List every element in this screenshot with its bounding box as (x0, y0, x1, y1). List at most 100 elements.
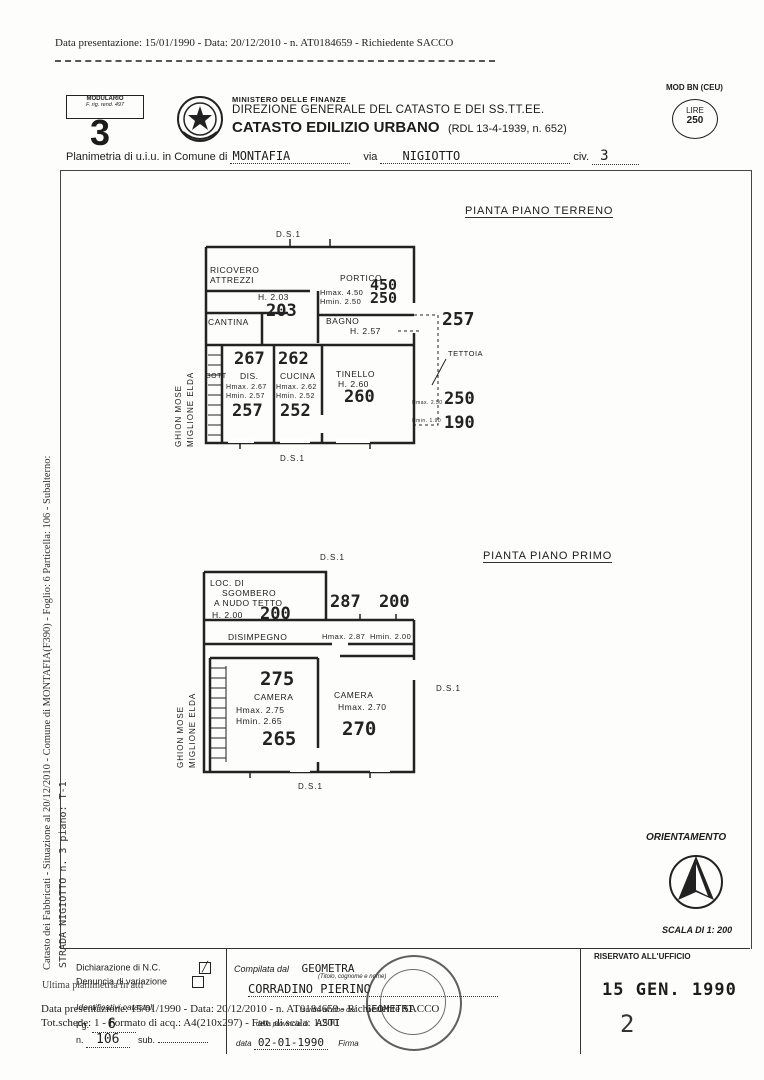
data-value: 02-01-1990 (253, 1036, 329, 1050)
ff-ds-top: D.S.1 (320, 553, 346, 562)
sub-value-line (157, 1042, 208, 1043)
lire-label: LIRE (686, 106, 704, 115)
comune-value: MONTAFIA (230, 149, 351, 164)
portico-label: PORTICO (340, 273, 383, 283)
dashed-separator (55, 60, 495, 62)
sheet-number: 3 (90, 112, 111, 153)
catasto-line: CATASTO EDILIZIO URBANO (RDL 13-4-1939, … (232, 119, 567, 137)
scale-label: SCALA DI 1: 200 (662, 925, 733, 935)
tinello-height: H. 2.60 (338, 379, 369, 389)
ff-side-label-2: MIGLIONE ELDA (188, 692, 197, 768)
ricovero-label: RICOVERO (210, 265, 260, 275)
riservato-label: RISERVATO ALL'UFFICIO (594, 952, 691, 961)
modulario-sub: F. rig. rend. 497 (85, 102, 125, 108)
direction-label: DIREZIONE GENERALE DEL CATASTO E DEI SS.… (232, 104, 545, 116)
cantina-label: CANTINA (208, 317, 249, 327)
camera1-hmin: Hmin. 2.65 (236, 716, 283, 726)
disimpegno-label: DISIMPEGNO (228, 632, 288, 642)
camera1-hmax: Hmax. 2.75 (236, 705, 285, 715)
first-floor-walls (202, 570, 416, 778)
camera1-top-number: 275 (260, 668, 295, 690)
via-value: NIGIOTTO (380, 149, 571, 164)
ricovero-height: H. 2.03 (258, 292, 289, 302)
civ-label: civ. (573, 151, 590, 163)
bagno-number: 257 (442, 309, 475, 330)
portico-hmin: Hmin. 2.50 (320, 297, 362, 306)
emblem-icon (175, 92, 225, 144)
camera1-bottom-number: 265 (262, 728, 297, 750)
professional-stamp (366, 955, 462, 1051)
orientation-label: ORIENTAMENTO (646, 832, 727, 843)
north-arrow-icon (668, 852, 724, 912)
cucina-hmax: Hmax. 2.62 (276, 384, 317, 391)
ministry-label: MINISTERO DELLE FINANZE (232, 95, 347, 104)
ricovero-number: 203 (266, 301, 297, 321)
iscritto-label: Iscritto all'albo dei (300, 1007, 356, 1014)
drawing-frame (60, 170, 752, 949)
footer-top-rule (60, 948, 750, 949)
attrezzi-label: ATTREZZI (210, 275, 254, 285)
disimpegno-hmin: Hmin. 2.00 (370, 632, 412, 641)
cucina-top-number: 262 (278, 349, 309, 369)
numero-value: 106 (86, 1032, 130, 1048)
tettoia-number-1: 250 (444, 389, 475, 409)
loc-height: H. 2.00 (212, 610, 243, 620)
rdl-label: (RDL 13-4-1939, n. 652) (447, 123, 567, 135)
sub-label: sub. (138, 1035, 156, 1045)
cucina-hmin: Hmin. 2.52 (276, 393, 315, 400)
denuncia-row: Denuncia di variazione (76, 976, 204, 988)
dichiarazione-checkbox[interactable]: ╱ (199, 962, 212, 974)
bagno-label: BAGNO (326, 316, 360, 326)
lire-value: 250 (686, 115, 704, 126)
dis-top-number: 267 (234, 349, 265, 369)
top-presentation-line: Data presentazione: 15/01/1990 - Data: 2… (55, 37, 454, 49)
ff-side-label-1: GHION MOSE (176, 705, 185, 768)
dichiarazione-row: Dichiarazione di N.C. ╱ (76, 962, 212, 974)
ultima-planimetria: Ultima planimetria in atti (42, 980, 144, 991)
data-label: data (236, 1039, 252, 1048)
numero-row: n. 106 sub. (76, 1032, 208, 1048)
camera2-hmax: Hmax. 2.70 (338, 702, 387, 712)
foglio-value: 6 (91, 1016, 136, 1033)
mod-label: MOD BN (CEU) (666, 83, 723, 92)
titolo-label: (Titolo, cognome e nome) (318, 974, 387, 980)
camera1-label: CAMERA (254, 692, 294, 702)
disimpegno-hmax: Hmax. 2.87 (322, 632, 366, 641)
firma-label: Firma (338, 1039, 359, 1048)
portico-hmax: Hmax. 4.50 (320, 288, 364, 297)
via-label: via (363, 151, 378, 163)
gf-side-label-1: GHION MOSE (174, 384, 183, 447)
dis-label: DIS. (240, 371, 259, 381)
first-floor-title: PIANTA PIANO PRIMO (483, 550, 613, 563)
civ-value: 3 (592, 148, 639, 165)
dichiarazione-label: Dichiarazione di N.C. (76, 962, 161, 973)
prov-label: della provincia di (256, 1021, 309, 1028)
modulario-box: MODULARIO F. rig. rend. 497 (66, 95, 144, 119)
lire-stamp: LIRE 250 (672, 99, 718, 139)
camera2-number: 270 (342, 718, 377, 740)
cucina-bottom-number: 252 (280, 401, 311, 421)
planimetria-label: Planimetria di u.i.u. in Comune di (66, 151, 228, 163)
stamp-date: 15 GEN. 1990 (602, 980, 737, 1000)
tinello-number: 260 (344, 387, 375, 407)
dis-hmax: Hmax. 2.67 (226, 384, 267, 391)
loc-number: 200 (260, 604, 291, 624)
cucina-label: CUCINA (280, 371, 316, 381)
tinello-label: TINELLO (336, 369, 375, 379)
tettoia-hmax: Hmax. 2.50 (412, 400, 443, 406)
numero-label: n. (76, 1035, 84, 1045)
prov-value: ASTI (316, 1018, 341, 1029)
sott-label: SOTT (206, 373, 227, 380)
dis-bottom-number: 257 (232, 401, 263, 421)
data-row: data 02-01-1990 Firma (236, 1036, 359, 1050)
margin-scrawl: STRADA NIGIOTTO n. 3 piano: T-1 (58, 781, 69, 968)
tettoia-hmin: Hmin. 1.90 (412, 418, 442, 424)
prov-row: della provincia di ASTI (256, 1018, 340, 1029)
stamp-number: 2 (620, 1010, 635, 1038)
first-floor-plan: D.S.1 D.S.1 D.S.1 LOC. DI SGOMBERO A NUD… (170, 548, 470, 798)
disimpegno-number: 287 200 (330, 592, 410, 612)
ff-ds-bottom: D.S.1 (298, 782, 324, 791)
denuncia-checkbox[interactable] (191, 976, 204, 988)
ff-ds-right: D.S.1 (436, 684, 462, 693)
footer-divider-1 (226, 948, 227, 1054)
